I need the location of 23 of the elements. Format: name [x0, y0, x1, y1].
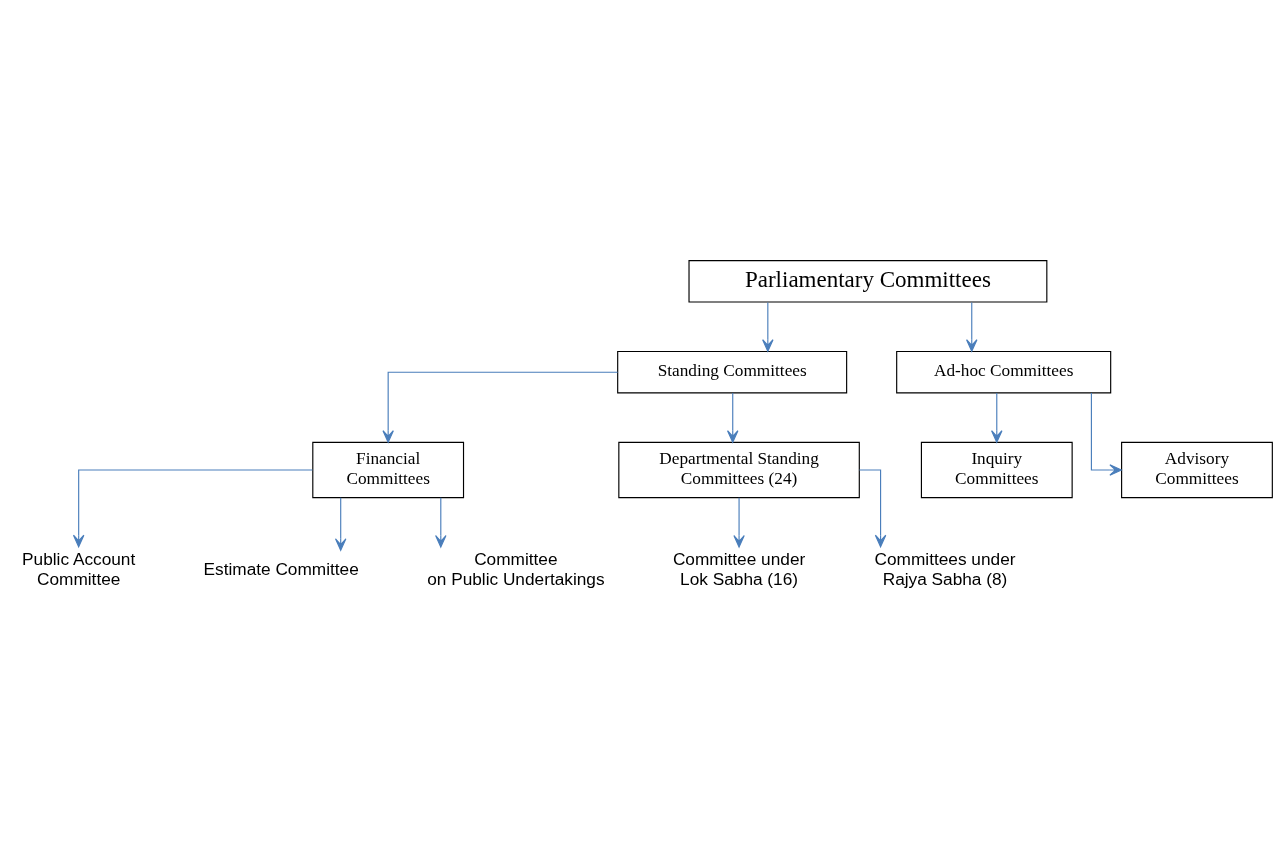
- node-text: Public Account Committee: [22, 549, 136, 590]
- node-box: Advisory Committees: [1121, 441, 1273, 499]
- node-box: Departmental Standing Committees (24): [618, 441, 860, 499]
- arrow: [334, 497, 347, 551]
- node-box: Parliamentary Committees: [688, 260, 1048, 303]
- arrow: [762, 301, 774, 352]
- node-text: Estimate Committee: [203, 559, 359, 580]
- arrow: [382, 371, 619, 443]
- arrow: [1090, 392, 1122, 476]
- arrow: [858, 469, 887, 548]
- node-text: Committee on Public Undertakings: [427, 549, 605, 590]
- node-box: Ad-hoc Committees: [896, 350, 1112, 394]
- arrow: [966, 301, 978, 352]
- node-text: Committees under Rajya Sabha (8): [874, 549, 1016, 590]
- node-text: Committee under Lok Sabha (16): [672, 549, 806, 590]
- arrow: [991, 392, 1003, 443]
- arrow: [733, 497, 745, 548]
- node-box: Standing Committees: [617, 350, 848, 394]
- node-box: Inquiry Committees: [920, 441, 1073, 499]
- arrow: [727, 392, 739, 443]
- arrow: [435, 497, 447, 548]
- node-box: Financial Committees: [312, 441, 465, 499]
- arrow: [72, 469, 314, 548]
